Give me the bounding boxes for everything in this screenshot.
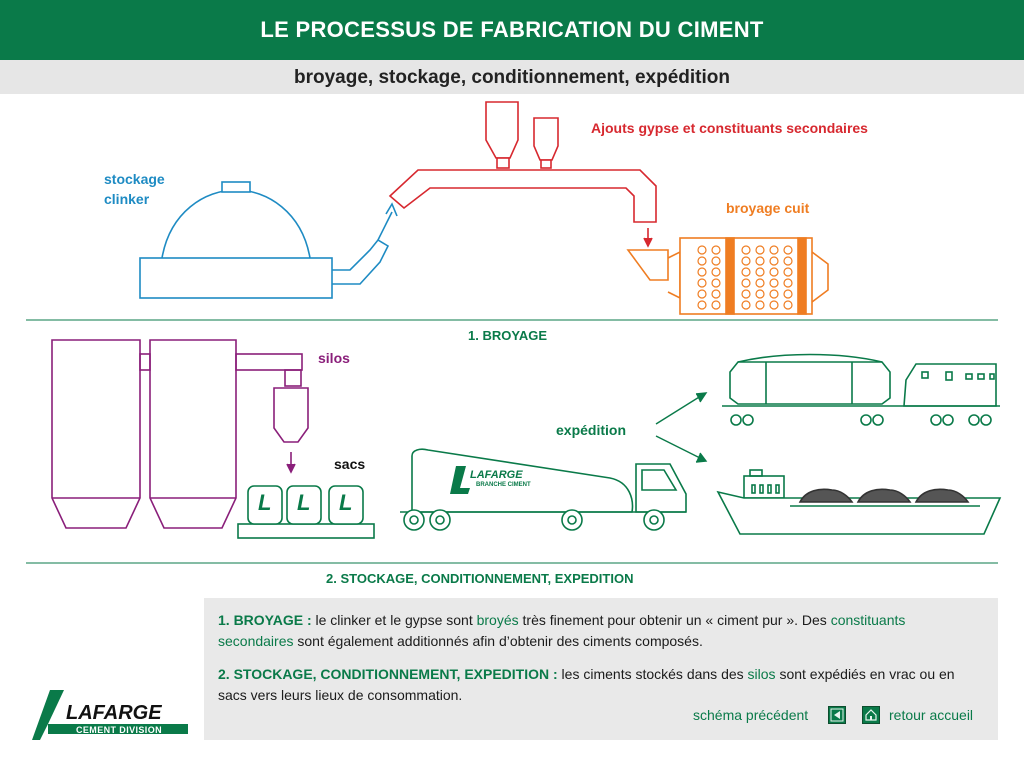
grinding-ball (697, 300, 707, 310)
info-broyage-text-b: très finement pour obtenir un « ciment p… (518, 612, 831, 628)
expedition-label: expédition (556, 422, 627, 438)
lafarge-logo: LAFARGE CEMENT DIVISION (32, 690, 192, 740)
grinding-ball (783, 245, 793, 255)
home-icon[interactable] (862, 706, 880, 724)
freight-train (722, 353, 1000, 426)
grinding-ball (711, 278, 721, 288)
grinding-ball (755, 256, 765, 266)
grinding-ball (783, 300, 793, 310)
info-broyage-highlight-1: broyés (476, 612, 519, 628)
mill-label: broyage cuit (726, 200, 810, 216)
cargo-barge (716, 469, 1002, 535)
truck-brand: LAFARGE (470, 469, 523, 481)
grinding-ball (741, 267, 751, 277)
grinding-ball (755, 267, 765, 277)
grinding-ball (711, 289, 721, 299)
section-broyage-label: 1. BROYAGE (468, 328, 547, 343)
grinding-ball (697, 267, 707, 277)
bags-label: sacs (334, 456, 366, 472)
clinker-storage-label-2: clinker (104, 191, 150, 207)
truck-subtitle: BRANCHE CIMENT (476, 482, 531, 488)
silos-group (51, 339, 309, 529)
grinding-ball (783, 267, 793, 277)
info-broyage-text-c: sont également additionnés afin d’obteni… (293, 633, 703, 649)
grinding-ball (755, 289, 765, 299)
prev-schema-link[interactable]: schéma précédent (693, 707, 809, 723)
grinding-ball (769, 300, 779, 310)
expedition-arrows (655, 392, 708, 463)
grinding-ball (741, 245, 751, 255)
info-broyage-key: 1. BROYAGE : (218, 612, 312, 628)
grinding-ball (741, 300, 751, 310)
grinding-ball (783, 256, 793, 266)
additive-hoppers (388, 101, 657, 248)
cement-bags (237, 485, 375, 539)
grinding-ball (697, 245, 707, 255)
grinding-ball (783, 278, 793, 288)
info-stockage-highlight: silos (747, 666, 776, 682)
grinding-ball (783, 289, 793, 299)
grinding-ball (755, 300, 765, 310)
section-stockage-label: 2. STOCKAGE, CONDITIONNEMENT, EXPEDITION (326, 571, 634, 586)
logo-brand: LAFARGE (66, 702, 162, 724)
home-link[interactable]: retour accueil (889, 707, 974, 723)
ball-mill (626, 237, 829, 315)
info-paragraph-broyage: 1. BROYAGE : le clinker et le gypse sont… (218, 610, 984, 652)
back-arrow-icon[interactable] (828, 706, 846, 724)
silos-label: silos (318, 350, 350, 366)
grinding-ball (755, 278, 765, 288)
grinding-ball (697, 278, 707, 288)
tanker-truck (400, 448, 687, 531)
grinding-ball (711, 300, 721, 310)
info-panel: 1. BROYAGE : le clinker et le gypse sont… (204, 598, 998, 740)
info-stockage-text-b: sont expédiés en vrac ou en sacs vers le… (218, 666, 955, 703)
grinding-ball (769, 267, 779, 277)
info-stockage-text-a: les ciments stockés dans des (557, 666, 748, 682)
grinding-ball (741, 256, 751, 266)
logo-division: CEMENT DIVISION (76, 725, 163, 735)
grinding-ball (755, 245, 765, 255)
info-broyage-text-a: le clinker et le gypse sont (311, 612, 477, 628)
grinding-ball (769, 245, 779, 255)
page-subtitle: broyage, stockage, conditionnement, expé… (293, 67, 731, 88)
clinker-storage (139, 181, 398, 299)
info-broyage-highlight-2: constituants secondaires (218, 612, 906, 649)
subtitle-bar: broyage, stockage, conditionnement, expé… (0, 60, 1024, 94)
grinding-ball (769, 289, 779, 299)
title-bar: LE PROCESSUS DE FABRICATION DU CIMENT (0, 0, 1024, 60)
grinding-ball (769, 278, 779, 288)
clinker-storage-label-1: stockage (104, 171, 165, 187)
bag-mark-1: L (258, 490, 272, 515)
bag-mark-3: L (339, 490, 353, 515)
info-stockage-key: 2. STOCKAGE, CONDITIONNEMENT, EXPEDITION… (218, 666, 558, 682)
grinding-ball (769, 256, 779, 266)
grinding-ball (741, 289, 751, 299)
additives-label: Ajouts gypse et constituants secondaires (591, 120, 868, 136)
grinding-ball (711, 267, 721, 277)
lafarge-logo-mark (32, 690, 188, 740)
grinding-ball (741, 278, 751, 288)
grinding-ball (711, 256, 721, 266)
info-paragraph-stockage: 2. STOCKAGE, CONDITIONNEMENT, EXPEDITION… (218, 664, 984, 706)
bag-mark-2: L (297, 490, 311, 515)
mill-balls (697, 245, 793, 310)
grinding-ball (697, 289, 707, 299)
grinding-ball (711, 245, 721, 255)
page-title: LE PROCESSUS DE FABRICATION DU CIMENT (260, 17, 764, 42)
grinding-ball (697, 256, 707, 266)
